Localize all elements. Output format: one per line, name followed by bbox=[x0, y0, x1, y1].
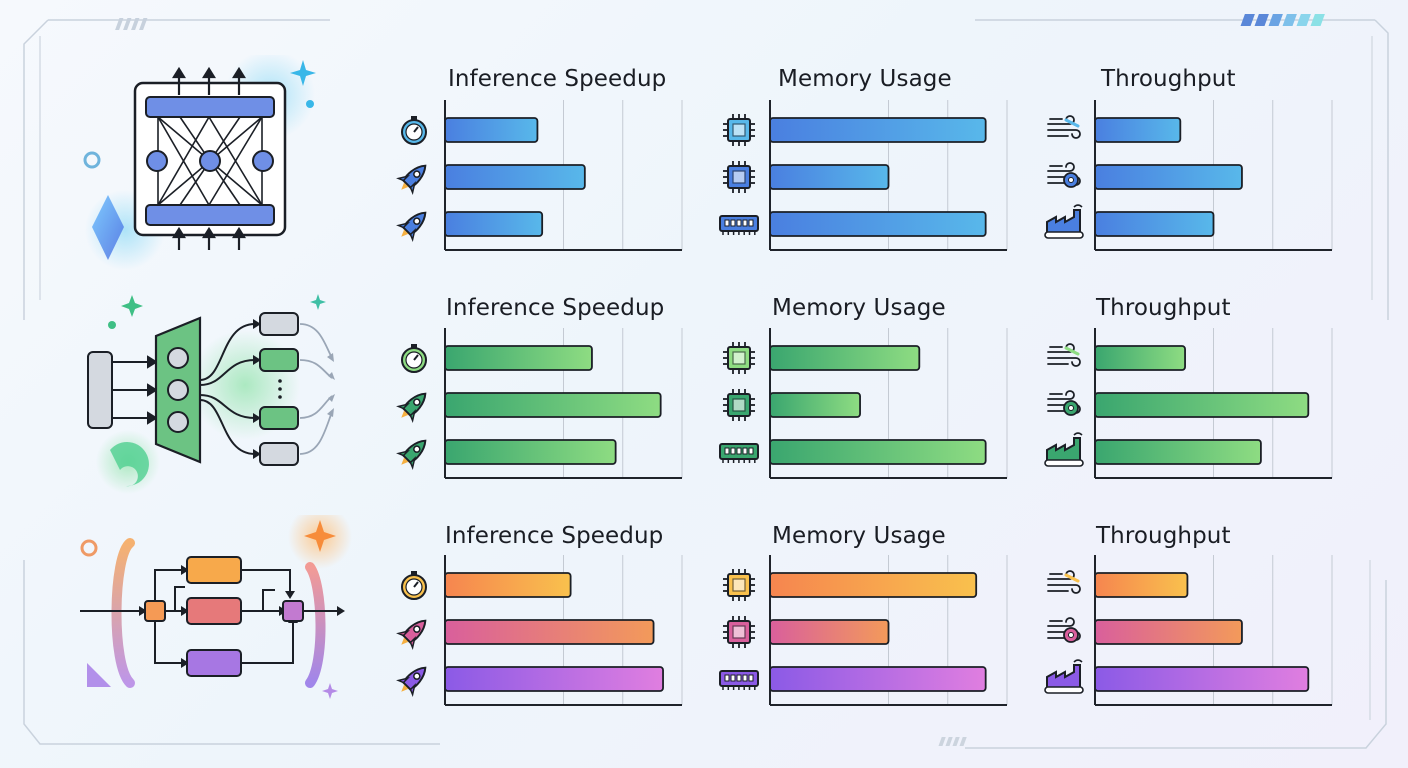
axes bbox=[769, 555, 1007, 706]
router-experts-icon bbox=[87, 294, 335, 494]
wind-gear-icon bbox=[1047, 617, 1081, 643]
bar bbox=[444, 666, 664, 692]
chart-memory-usage-row2 bbox=[719, 328, 1008, 479]
axes bbox=[444, 328, 682, 479]
axes bbox=[1094, 100, 1332, 251]
bar bbox=[1094, 164, 1243, 190]
bar bbox=[1094, 345, 1186, 371]
bar bbox=[769, 439, 987, 465]
bar bbox=[444, 164, 586, 190]
wind-icon bbox=[1047, 343, 1081, 367]
chip-icon bbox=[723, 389, 755, 421]
rocket-icon bbox=[396, 666, 427, 697]
chart-title-throughput: Throughput bbox=[1096, 523, 1231, 549]
axes bbox=[444, 100, 682, 251]
chart-title-inference-speedup: Inference Speedup bbox=[445, 523, 664, 549]
chart-inference-speedup-row1 bbox=[396, 100, 683, 251]
chart-memory-usage-row1 bbox=[719, 100, 1008, 251]
axes bbox=[769, 100, 1007, 251]
rocket-icon bbox=[396, 439, 427, 470]
axes bbox=[1094, 328, 1332, 479]
bar bbox=[444, 392, 662, 418]
ram-icon bbox=[719, 443, 759, 463]
chip-icon bbox=[723, 569, 755, 601]
factory-icon bbox=[1044, 659, 1084, 694]
bar bbox=[769, 666, 987, 692]
chart-inference-speedup-row3 bbox=[396, 555, 683, 706]
bar bbox=[444, 345, 593, 371]
ram-icon bbox=[719, 670, 759, 690]
chip-icon bbox=[723, 616, 755, 648]
bar bbox=[1094, 572, 1189, 598]
chart-memory-usage-row3 bbox=[719, 555, 1008, 706]
axes bbox=[769, 328, 1007, 479]
chip-icon bbox=[723, 114, 755, 146]
rocket-icon bbox=[396, 164, 427, 195]
bar bbox=[769, 211, 987, 237]
wind-gear-icon bbox=[1047, 390, 1081, 416]
chart-title-throughput: Throughput bbox=[1101, 66, 1236, 92]
chart-inference-speedup-row2 bbox=[396, 328, 683, 479]
axes bbox=[444, 555, 682, 706]
stopwatch-icon bbox=[401, 344, 427, 373]
bar bbox=[1094, 666, 1310, 692]
chip-icon bbox=[723, 161, 755, 193]
bar bbox=[1094, 619, 1243, 645]
bar bbox=[444, 619, 655, 645]
chart-throughput-row3 bbox=[1044, 555, 1333, 706]
stopwatch-icon bbox=[401, 571, 427, 600]
bar bbox=[1094, 117, 1182, 143]
neural-network-icon bbox=[83, 55, 316, 270]
chart-title-memory-usage: Memory Usage bbox=[772, 523, 946, 549]
bar bbox=[444, 572, 572, 598]
rocket-icon bbox=[396, 392, 427, 423]
chart-title-inference-speedup: Inference Speedup bbox=[448, 66, 667, 92]
bar bbox=[444, 211, 544, 237]
chart-title-inference-speedup: Inference Speedup bbox=[446, 295, 665, 321]
wind-icon bbox=[1047, 570, 1081, 594]
bar bbox=[769, 117, 987, 143]
chart-throughput-row2 bbox=[1044, 328, 1333, 479]
rocket-icon bbox=[396, 619, 427, 650]
bar bbox=[444, 439, 617, 465]
chip-icon bbox=[723, 342, 755, 374]
bar bbox=[769, 345, 921, 371]
bar bbox=[1094, 392, 1310, 418]
wind-gear-icon bbox=[1047, 162, 1081, 188]
wind-icon bbox=[1047, 115, 1081, 139]
chart-title-memory-usage: Memory Usage bbox=[772, 295, 946, 321]
chart-title-throughput: Throughput bbox=[1096, 295, 1231, 321]
rocket-icon bbox=[396, 211, 427, 242]
bar bbox=[1094, 439, 1262, 465]
bar bbox=[444, 117, 539, 143]
stopwatch-icon bbox=[401, 116, 427, 145]
axes bbox=[1094, 555, 1332, 706]
factory-icon bbox=[1044, 432, 1084, 467]
flow-graph-icon bbox=[80, 515, 352, 699]
bar bbox=[769, 392, 861, 418]
chart-throughput-row1 bbox=[1044, 100, 1333, 251]
factory-icon bbox=[1044, 204, 1084, 239]
chart-title-memory-usage: Memory Usage bbox=[778, 66, 952, 92]
bar bbox=[769, 572, 978, 598]
bar bbox=[769, 164, 890, 190]
bar bbox=[1094, 211, 1215, 237]
ram-icon bbox=[719, 215, 759, 235]
bar bbox=[769, 619, 890, 645]
